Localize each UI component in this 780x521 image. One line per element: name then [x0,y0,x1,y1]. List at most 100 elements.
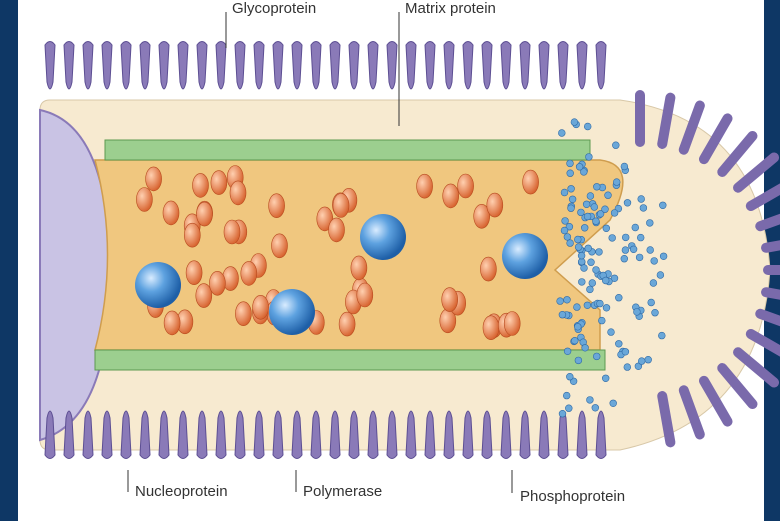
phosphoprotein-dot [630,246,637,253]
nucleoprotein-granule [196,284,212,308]
nucleoprotein-granule [480,257,496,281]
phosphoprotein-dot [640,205,647,212]
glycoprotein-spike [292,411,302,459]
phosphoprotein-dot [597,300,604,307]
glycoprotein-spike [121,42,131,90]
nucleoprotein-granule [193,173,209,197]
nucleoprotein-granule [504,312,520,336]
nucleoprotein-granule [458,174,474,198]
phosphoprotein-dot [587,193,594,200]
phosphoprotein-dot [612,142,619,149]
phosphoprotein-dot [603,225,610,232]
matrix-band-top [105,140,590,160]
polymerase-sphere [360,214,406,260]
phosphoprotein-dot [593,267,600,274]
glycoprotein-spike [330,411,340,459]
phosphoprotein-dot [563,392,570,399]
glycoprotein-spike [520,411,530,459]
label-matrix-protein: Matrix protein [405,0,496,17]
glycoprotein-spike [425,411,435,459]
nucleoprotein-granule [163,201,179,225]
phosphoprotein-dot [566,373,573,380]
glycoprotein-spike [102,411,112,459]
phosphoprotein-dot [593,218,600,225]
nucleoprotein-granule [230,181,246,205]
phosphoprotein-dot [587,397,594,404]
phosphoprotein-dot [603,304,610,311]
nucleoprotein-granule [209,271,225,295]
glycoprotein-spike [463,411,473,459]
phosphoprotein-dot [645,356,652,363]
phosphoprotein-dot [584,123,591,130]
phosphoprotein-dot [591,204,598,211]
nucleoprotein-granule [417,174,433,198]
phosphoprotein-dot [596,249,603,256]
phosphoprotein-dot [605,192,612,199]
phosphoprotein-dot [609,235,616,242]
nucleoprotein-granule [357,283,373,307]
glycoprotein-spike [387,42,397,90]
phosphoprotein-dot [589,280,596,287]
phosphoprotein-dot [608,329,615,336]
nucleoprotein-granule [442,288,458,312]
label-nucleoprotein: Nucleoprotein [135,483,228,500]
phosphoprotein-dot [576,163,583,170]
glycoprotein-spike [102,42,112,90]
glycoprotein-spike [254,42,264,90]
phosphoprotein-dot [622,348,629,355]
phosphoprotein-dot [602,277,609,284]
nucleoprotein-granule [224,220,240,244]
phosphoprotein-dot [646,220,653,227]
glycoprotein-spike [596,411,606,459]
glycoprotein-spikes-top [45,42,606,90]
phosphoprotein-dot [561,227,568,234]
glycoprotein-spike [577,411,587,459]
phosphoprotein-dot [568,185,575,192]
glycoprotein-spike [539,411,549,459]
glycoprotein-spike [140,42,150,90]
nucleoprotein-granule [351,256,367,280]
nucleoprotein-granule [523,170,539,194]
nucleoprotein-granule [329,218,345,242]
phosphoprotein-dot [575,244,582,251]
phosphoprotein-dot [574,304,581,311]
phosphoprotein-dot [588,259,595,266]
phosphoprotein-dot [651,258,658,265]
phosphoprotein-dot [565,405,572,412]
phosphoprotein-dot [611,210,618,217]
phosphoprotein-dot [638,358,645,365]
glycoprotein-spike [738,158,774,188]
phosphoprotein-dot [581,224,588,231]
glycoprotein-spike [159,411,169,459]
glycoprotein-spike [482,411,492,459]
glycoprotein-spike [254,411,264,459]
phosphoprotein-dot [559,311,566,318]
glycoprotein-spike [64,42,74,90]
phosphoprotein-dot [660,253,667,260]
glycoprotein-spike [751,334,780,358]
glycoprotein-spike [444,411,454,459]
phosphoprotein-dot [652,309,659,316]
glycoprotein-spike [121,411,131,459]
glycoprotein-spike [349,411,359,459]
glycoprotein-spike [539,42,549,90]
phosphoprotein-dot [602,206,609,213]
phosphoprotein-dot [658,332,665,339]
phosphoprotein-dot [574,236,581,243]
glycoprotein-spike [273,42,283,90]
phosphoprotein-dot [622,247,629,254]
phosphoprotein-dot [648,299,655,306]
phosphoprotein-dot [610,400,617,407]
nucleoprotein-granule [483,316,499,340]
nucleoprotein-granule [211,171,227,195]
phosphoprotein-dot [593,353,600,360]
phosphoprotein-dot [624,199,631,206]
phosphoprotein-dot [615,294,622,301]
nucleoprotein-granule [136,188,152,212]
glycoprotein-spike [596,42,606,90]
glycoprotein-spike [349,42,359,90]
glycoprotein-spike [292,42,302,90]
glycoprotein-spike [501,42,511,90]
